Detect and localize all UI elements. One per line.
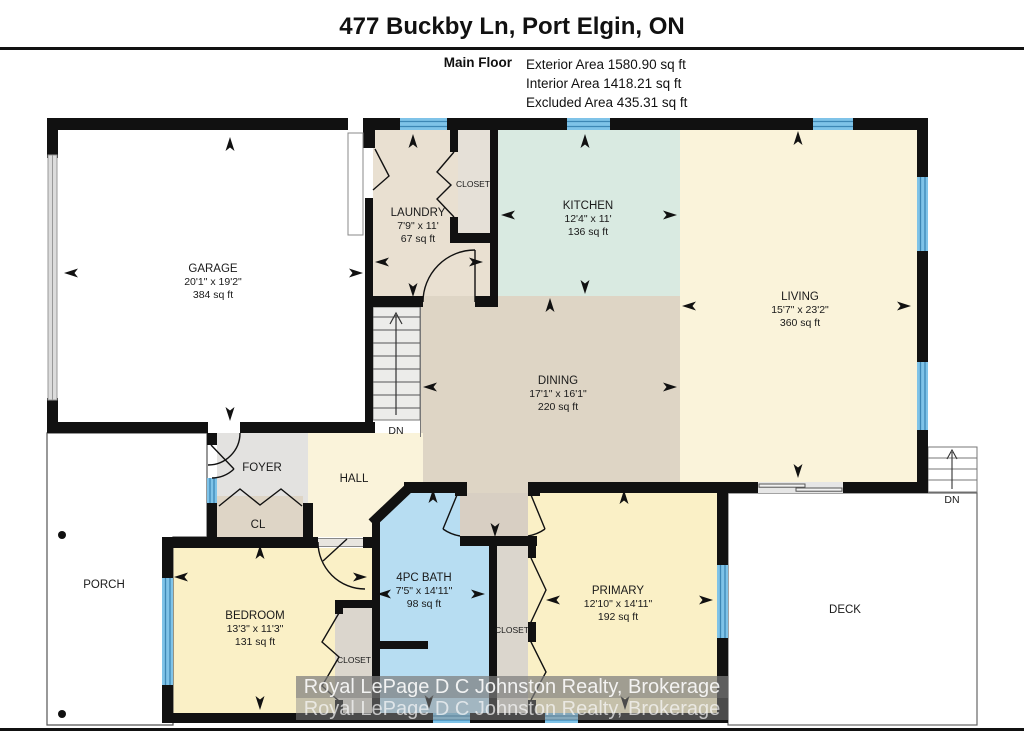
room-fills	[58, 130, 917, 713]
front-door-leaf	[210, 444, 235, 470]
dimension-arrows	[64, 131, 911, 710]
dining-dims: 17'1" x 16'1"	[529, 388, 587, 400]
deck-label: DECK	[829, 604, 861, 616]
porch-post	[58, 710, 66, 718]
window	[917, 177, 928, 251]
page-title: 477 Buckby Ln, Port Elgin, ON	[339, 13, 685, 40]
room-labels: GARAGE 20'1" x 19'2" 384 sq ft LAUNDRY 7…	[83, 179, 959, 665]
bedroom-area: 131 sq ft	[235, 636, 275, 648]
bath-dims: 7'5" x 14'11"	[396, 585, 453, 597]
laundry-dims: 7'9" x 11'	[397, 220, 438, 232]
room-kitchen	[498, 130, 680, 296]
front-door-arc	[211, 468, 235, 479]
room-cl	[217, 496, 303, 537]
window	[917, 362, 928, 430]
living-label: LIVING	[781, 291, 819, 303]
bedroom-dims: 13'3" x 11'3"	[227, 623, 284, 635]
room-living	[680, 130, 917, 482]
room-dining	[420, 296, 680, 482]
stairs-up-arrow	[389, 311, 403, 415]
kitchen-area: 136 sq ft	[568, 226, 608, 238]
hall-label: HALL	[340, 473, 369, 485]
bath-door-arc	[442, 528, 461, 537]
bath-diagonal-wall	[368, 482, 415, 527]
bath-door-leaf	[442, 494, 458, 530]
openings	[318, 482, 843, 547]
stat-excluded: Excluded Area 435.31 sq ft	[526, 95, 688, 110]
floor-label: Main Floor	[443, 55, 512, 70]
bedroom-closet-label: CLOSET	[337, 655, 371, 665]
top-rule	[0, 47, 1024, 50]
laundry-closet-bifold	[436, 151, 455, 218]
bedroom-label: BEDROOM	[225, 610, 284, 622]
cl-label: CL	[251, 519, 266, 531]
basement-stairs	[372, 306, 421, 437]
garage-laundry-door	[347, 132, 364, 236]
bedroom-door-leaf	[322, 538, 348, 562]
windows	[162, 118, 928, 723]
garage-laundry-door-fold	[372, 148, 390, 191]
garage-label: GARAGE	[188, 263, 238, 275]
porch-label: PORCH	[83, 579, 125, 591]
laundry-area: 67 sq ft	[401, 233, 436, 245]
garage-door	[47, 154, 58, 401]
living-area: 360 sq ft	[780, 317, 820, 329]
primary-door-arc	[527, 528, 546, 537]
walls	[47, 118, 928, 723]
room-garage	[58, 130, 365, 422]
porch-post	[58, 531, 66, 539]
primary-area: 192 sq ft	[598, 611, 638, 623]
window	[717, 565, 728, 638]
bedroom-door-arc	[317, 541, 366, 590]
garage-dims: 20'1" x 19'2"	[184, 276, 242, 288]
stairs-dn-label: DN	[388, 425, 403, 437]
bath-label: 4PC BATH	[396, 572, 451, 584]
foyer-label: FOYER	[242, 462, 282, 474]
laundry-hall-door-arc	[422, 249, 476, 303]
dining-label: DINING	[538, 375, 578, 387]
dining-area: 220 sq ft	[538, 401, 578, 413]
deck-stairs	[927, 446, 978, 493]
living-dims: 15'7" x 23'2"	[771, 304, 829, 316]
deck-stairs-up-arrow	[946, 448, 958, 489]
primary-label: PRIMARY	[592, 585, 645, 597]
window	[545, 713, 578, 723]
doors	[207, 148, 547, 702]
primary-dims: 12'10" x 14'11"	[584, 598, 653, 610]
deck-stairs-dn-label: DN	[944, 494, 959, 506]
floor-stats: Main Floor Exterior Area 1580.90 sq ft I…	[0, 55, 1024, 112]
garage-foyer-door-arc	[207, 432, 241, 466]
kitchen-dims: 12'4" x 11'	[564, 213, 611, 225]
header: 477 Buckby Ln, Port Elgin, ON	[0, 0, 1024, 41]
cl-bifold	[218, 488, 303, 507]
stat-interior: Interior Area 1418.21 sq ft	[526, 76, 682, 91]
kitchen-label: KITCHEN	[563, 200, 613, 212]
garage-area: 384 sq ft	[193, 289, 233, 301]
bedroom-door-opening	[318, 538, 363, 547]
bottom-rule	[0, 728, 1024, 731]
bath-area: 98 sq ft	[407, 598, 442, 610]
window	[567, 118, 610, 130]
room-bath	[380, 493, 489, 713]
window	[162, 578, 173, 685]
window	[433, 713, 470, 723]
primary-door-leaf	[530, 494, 546, 530]
window	[813, 118, 853, 130]
stat-exterior: Exterior Area 1580.90 sq ft	[526, 57, 686, 72]
window	[207, 478, 217, 503]
laundry-label: LAUNDRY	[391, 207, 446, 219]
laundry-closet-label: CLOSET	[456, 179, 490, 189]
room-laundry-closet	[458, 130, 490, 243]
primary-closet-label: CLOSET	[495, 625, 529, 635]
deck-outline	[727, 492, 978, 726]
window	[400, 118, 447, 130]
